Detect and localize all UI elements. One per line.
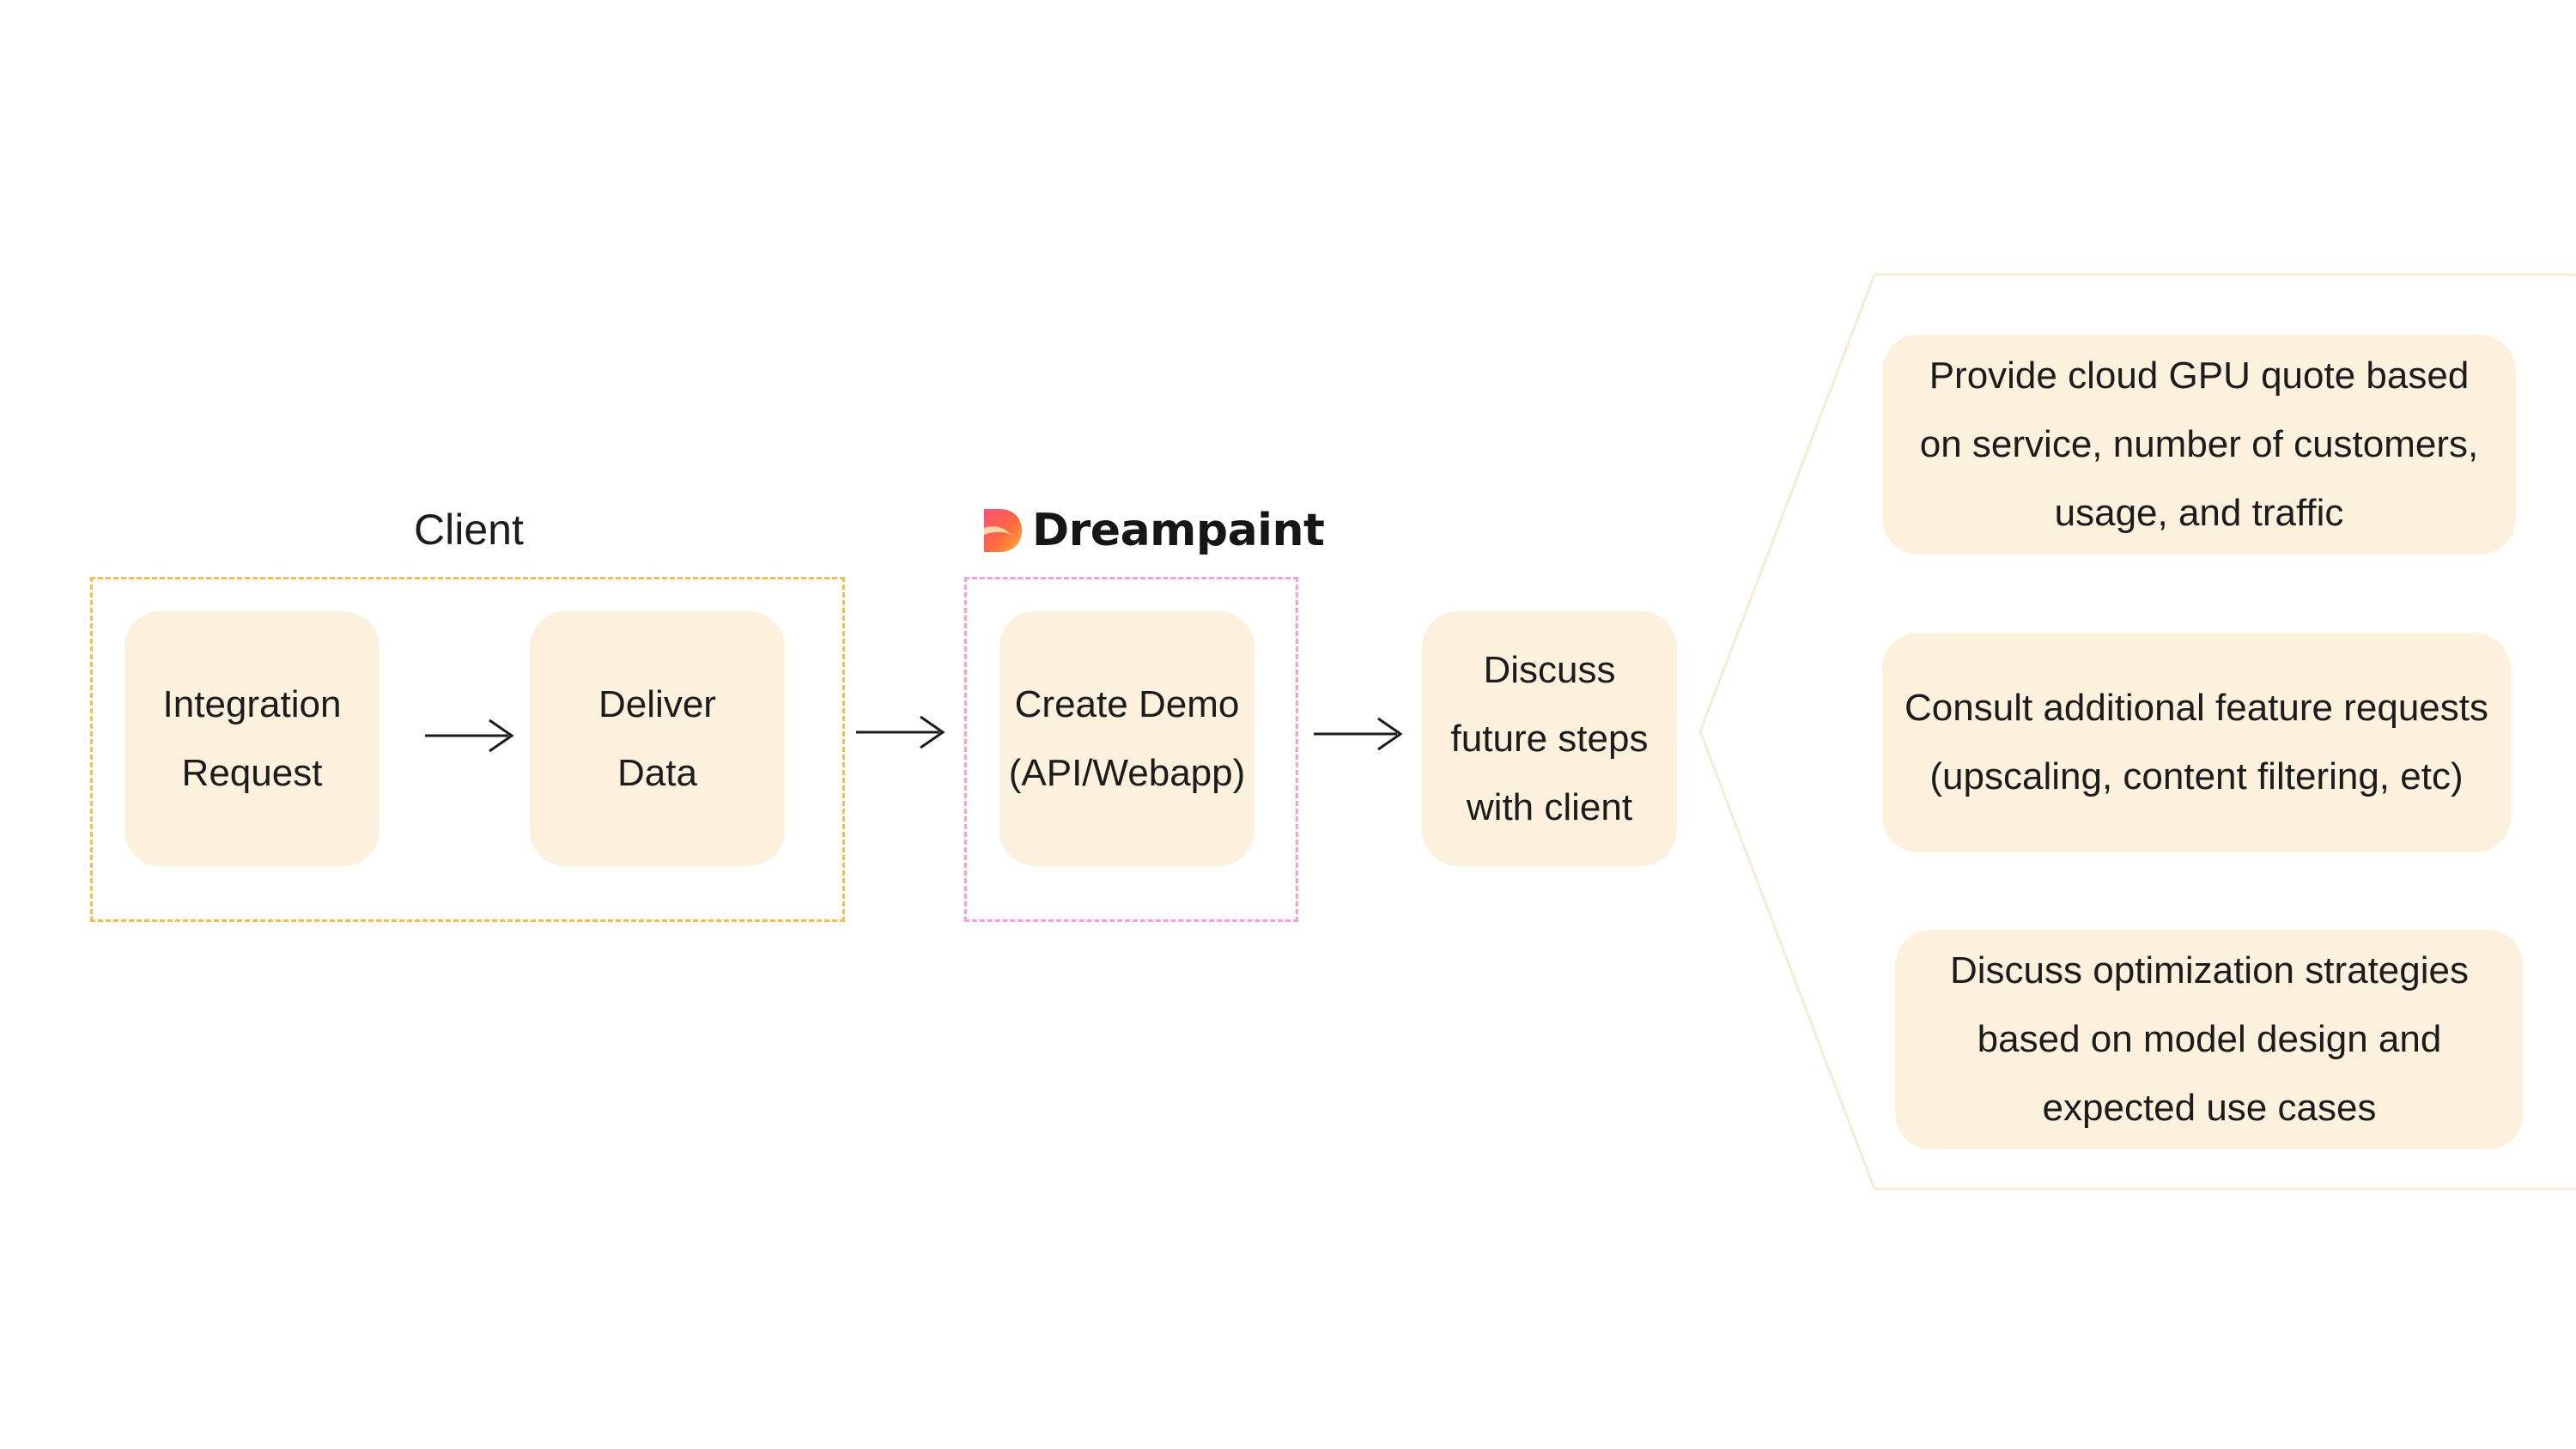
outcomes-bracket [1698, 273, 2576, 1191]
outcome-optimization-line-3: expected use cases [2042, 1087, 2377, 1129]
create-demo-node: Create Demo (API/Webapp) [999, 611, 1255, 866]
dreampaint-logo: Dreampaint [981, 505, 1325, 556]
outcome-gpu-quote-node: Provide cloud GPU quote based on service… [1882, 335, 2516, 555]
outcome-gpu-quote-line-2: on service, number of customers, [1919, 423, 2479, 465]
dreampaint-group [964, 577, 1298, 922]
outcome-feature-requests-line-2: (upscaling, content filtering, etc) [1929, 755, 2464, 797]
create-demo-line-2: (API/Webapp) [1008, 751, 1246, 794]
arrow-request-to-data [425, 718, 514, 753]
deliver-data-node: Deliver Data [530, 611, 785, 866]
discuss-line-3: with client [1466, 785, 1633, 828]
outcome-optimization-line-1: Discuss optimization strategies [1949, 949, 2469, 991]
integration-request-line-1: Integration [162, 682, 342, 725]
dreampaint-brand-name: Dreampaint [1032, 505, 1325, 556]
outcome-feature-requests-node: Consult additional feature requests (ups… [1882, 633, 2511, 852]
create-demo-line-1: Create Demo [1014, 682, 1240, 725]
client-group-title: Client [414, 506, 524, 554]
discuss-line-1: Discuss [1483, 648, 1616, 691]
integration-request-node: Integration Request [125, 611, 380, 866]
integration-request-line-2: Request [181, 751, 323, 794]
dreampaint-logo-icon [984, 509, 1022, 552]
outcome-gpu-quote-line-1: Provide cloud GPU quote based [1929, 355, 2470, 397]
arrow-demo-to-discuss [1314, 717, 1403, 751]
deliver-data-line-1: Deliver [598, 682, 716, 725]
discuss-future-steps-node: Discuss future steps with client [1422, 611, 1677, 866]
outcome-gpu-quote-line-3: usage, and traffic [2054, 492, 2344, 534]
client-group [90, 577, 845, 922]
outcome-feature-requests-line-1: Consult additional feature requests [1905, 687, 2488, 729]
arrow-client-to-demo [856, 715, 945, 749]
outcome-optimization-line-2: based on model design and [1977, 1018, 2442, 1060]
outcome-optimization-node: Discuss optimization strategies based on… [1895, 930, 2524, 1149]
deliver-data-line-2: Data [617, 751, 697, 794]
discuss-line-2: future steps [1450, 717, 1649, 760]
